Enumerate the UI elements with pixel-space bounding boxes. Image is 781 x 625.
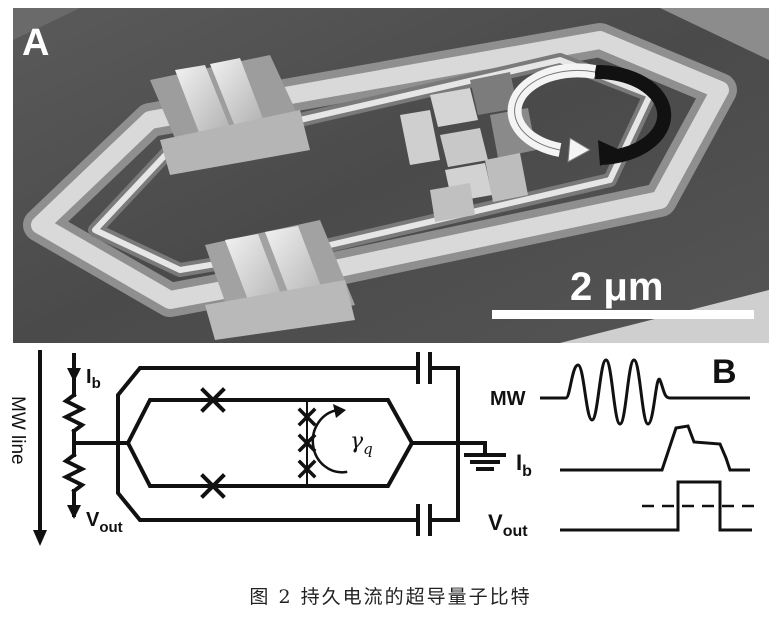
resistor-bottom: [61, 452, 87, 494]
ib-label-sub: b: [92, 375, 101, 392]
trace-ib-label: Ib: [516, 450, 532, 480]
panel-b-label: B: [712, 353, 737, 391]
panel-a-label: A: [22, 22, 49, 64]
gamma-arrow: [311, 408, 348, 474]
ib-label: Ib: [86, 366, 101, 392]
lower-junction: [205, 220, 355, 340]
vout-label-main: V: [86, 509, 100, 531]
ground-symbol: [456, 441, 506, 471]
junction-top: [200, 387, 226, 413]
panel-a-sem-image: A 2 μm: [13, 8, 769, 343]
figure-caption: 图 2 持久电流的超导量子比特: [249, 586, 532, 608]
persistent-current-arrows: [507, 63, 672, 166]
outer-loop: [116, 366, 420, 522]
pulse-traces: [540, 358, 760, 532]
trace-ib-main: I: [516, 450, 522, 475]
gamma-label: γq: [350, 429, 373, 458]
resistor-top: [61, 392, 87, 434]
mw-trace: [540, 358, 750, 426]
trace-vout-main: V: [488, 510, 503, 535]
scale-bar: [492, 310, 754, 319]
qubit-junctions: [297, 399, 317, 487]
mw-line-arrowhead: [33, 530, 47, 546]
ib-label-main: I: [86, 366, 92, 388]
trace-vout-label: Vout: [488, 510, 528, 540]
ib-trace: [560, 424, 750, 472]
junction-bottom: [200, 473, 226, 499]
mw-line-label: MW line: [7, 396, 28, 465]
capacitor-top: [416, 352, 460, 384]
vout-label-sub: out: [99, 519, 122, 536]
trace-vout-sub: out: [503, 523, 529, 540]
vout-trace: [560, 480, 752, 532]
vout-label: Vout: [86, 509, 123, 536]
scale-bar-text: 2 μm: [570, 265, 663, 309]
trace-ib-sub: b: [522, 463, 532, 480]
gamma-label-main: γ: [350, 429, 364, 454]
gamma-label-sub: q: [363, 440, 373, 458]
panel-b-circuit: [33, 350, 506, 546]
trace-mw-label: MW: [490, 388, 526, 410]
capacitor-bottom: [416, 504, 460, 536]
upper-junction: [150, 55, 310, 175]
qubit-islands: [400, 72, 536, 222]
